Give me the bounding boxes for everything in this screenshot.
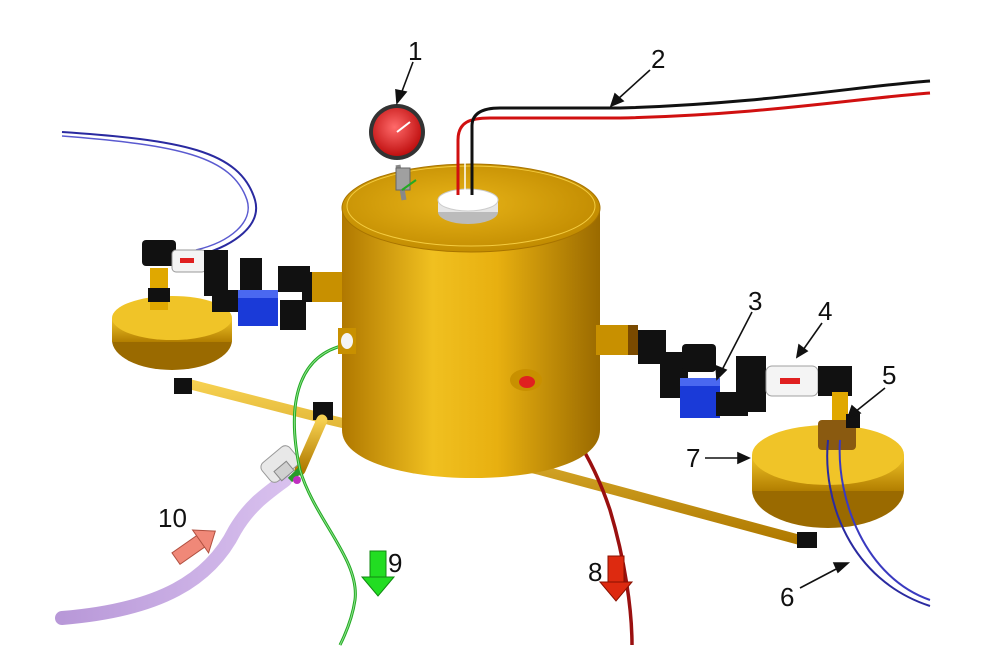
pipe-bracket-right xyxy=(797,532,817,548)
flow-arrows xyxy=(171,529,634,602)
leader-1 xyxy=(395,61,414,106)
callout-1: 1 xyxy=(408,36,422,66)
right-assembly xyxy=(596,325,852,422)
wire-white xyxy=(464,98,931,195)
callout-3: 3 xyxy=(748,286,762,316)
callout-6: 6 xyxy=(780,582,794,612)
leader-2 xyxy=(609,69,651,108)
left-vessel-connector xyxy=(310,272,346,302)
pipe-bracket-left xyxy=(174,378,192,394)
leader-6 xyxy=(799,562,851,589)
wire-red xyxy=(456,91,931,195)
callout-8: 8 xyxy=(588,557,602,587)
main-vessel xyxy=(338,163,601,478)
leader-4 xyxy=(795,322,823,359)
callout-labels: 1 2 3 4 5 6 7 8 9 10 xyxy=(158,36,896,612)
green-outlet-arrow xyxy=(360,550,396,597)
salmon-inlet-arrow xyxy=(171,529,216,566)
electrical-wires xyxy=(456,79,931,195)
left-tank xyxy=(112,296,232,370)
left-assembly xyxy=(61,131,346,370)
callout-leaders xyxy=(395,61,886,589)
callout-5: 5 xyxy=(882,360,896,390)
right-blue-tubes xyxy=(826,439,931,607)
small-green-fitting xyxy=(287,467,303,483)
right-blue-tube-b xyxy=(838,439,931,601)
small-magenta-valve xyxy=(293,476,301,484)
wire-black xyxy=(470,79,931,195)
vessel-side-port-left xyxy=(338,328,356,354)
callout-7: 7 xyxy=(686,443,700,473)
callout-10: 10 xyxy=(158,503,187,533)
pressure-gauge xyxy=(369,104,425,201)
callout-9: 9 xyxy=(388,548,402,578)
leader-5 xyxy=(846,387,886,420)
pipe-tee-junction xyxy=(313,402,333,420)
lid-plug xyxy=(437,188,499,224)
leader-3 xyxy=(715,311,753,381)
red-outlet-arrow xyxy=(598,555,634,602)
inlet-branch-pipe xyxy=(294,414,328,476)
right-blue-tube-a xyxy=(826,439,931,607)
callout-4: 4 xyxy=(818,296,832,326)
left-blue-tube-b xyxy=(61,135,249,251)
leader-7 xyxy=(705,451,751,465)
vessel-outlet-port xyxy=(510,369,542,391)
left-blue-tube-a xyxy=(61,131,258,256)
callout-2: 2 xyxy=(651,44,665,74)
hose-coupling xyxy=(260,445,300,483)
inlet-hose xyxy=(55,473,292,625)
